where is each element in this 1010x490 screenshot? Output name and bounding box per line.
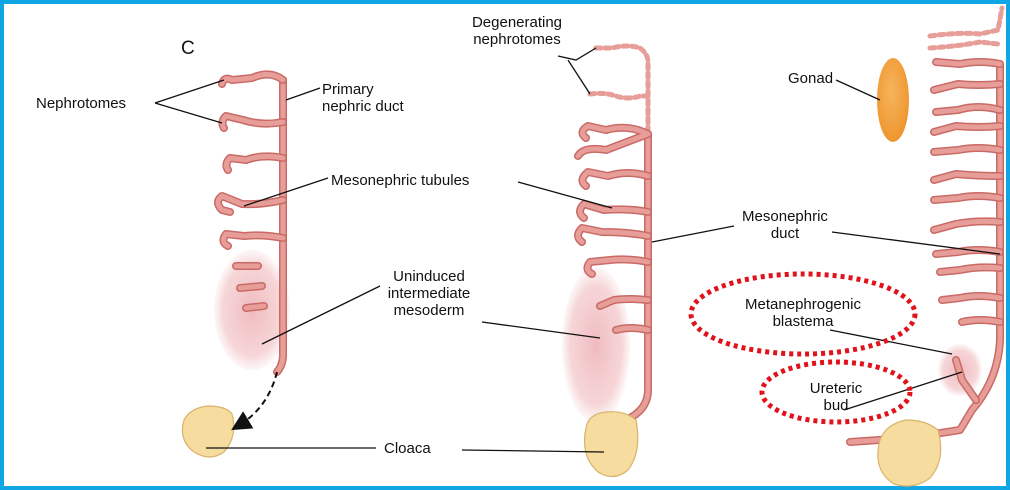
mesonephric-tubules-3 xyxy=(934,62,1000,322)
leader-mesonephric-duct-a xyxy=(652,226,734,242)
leader-mesonephric-tubules-2 xyxy=(518,182,612,208)
panel-letter: C xyxy=(181,40,195,57)
leader-primary-nephric-duct xyxy=(286,88,320,100)
label-primary-nephric-duct: Primary nephric duct xyxy=(322,81,404,115)
label-mesonephric-duct: Mesonephric duct xyxy=(735,208,835,242)
gonad-structure xyxy=(877,58,909,142)
stage-3-diagram xyxy=(850,8,1002,486)
label-ureteric-bud: Ureteric bud xyxy=(796,380,876,414)
stage-1-diagram xyxy=(182,74,290,457)
cloaca-1 xyxy=(182,406,233,457)
label-metanephrogenic-blastema: Metanephrogenic blastema xyxy=(738,296,868,330)
label-uninduced-intermediate-mesoderm: Uninduced intermediate mesoderm xyxy=(379,268,479,319)
leader-mesonephric-duct-b xyxy=(832,232,1000,254)
label-degenerating-nephrotomes: Degenerating nephrotomes xyxy=(469,14,565,48)
label-gonad: Gonad xyxy=(788,70,833,87)
leader-degenerating-a xyxy=(558,48,596,60)
degenerating-nephrotomes-3 xyxy=(930,8,1002,36)
uninduced-mesoderm-region-2 xyxy=(562,267,630,423)
duct-growth-arrow xyxy=(238,372,277,426)
stage-2-diagram xyxy=(562,46,648,477)
leader-nephrotomes-b xyxy=(155,103,222,123)
label-nephrotomes: Nephrotomes xyxy=(36,95,126,112)
cloaca-3 xyxy=(878,420,941,486)
degenerating-nephrotomes-2 xyxy=(596,46,648,130)
label-cloaca: Cloaca xyxy=(384,440,431,457)
leader-degenerating-b xyxy=(568,60,590,94)
leader-cloaca-2 xyxy=(462,450,604,452)
leader-gonad xyxy=(836,80,880,100)
leader-nephrotomes-a xyxy=(155,80,224,103)
cloaca-2 xyxy=(585,412,638,477)
label-mesonephric-tubules: Mesonephric tubules xyxy=(331,172,469,189)
